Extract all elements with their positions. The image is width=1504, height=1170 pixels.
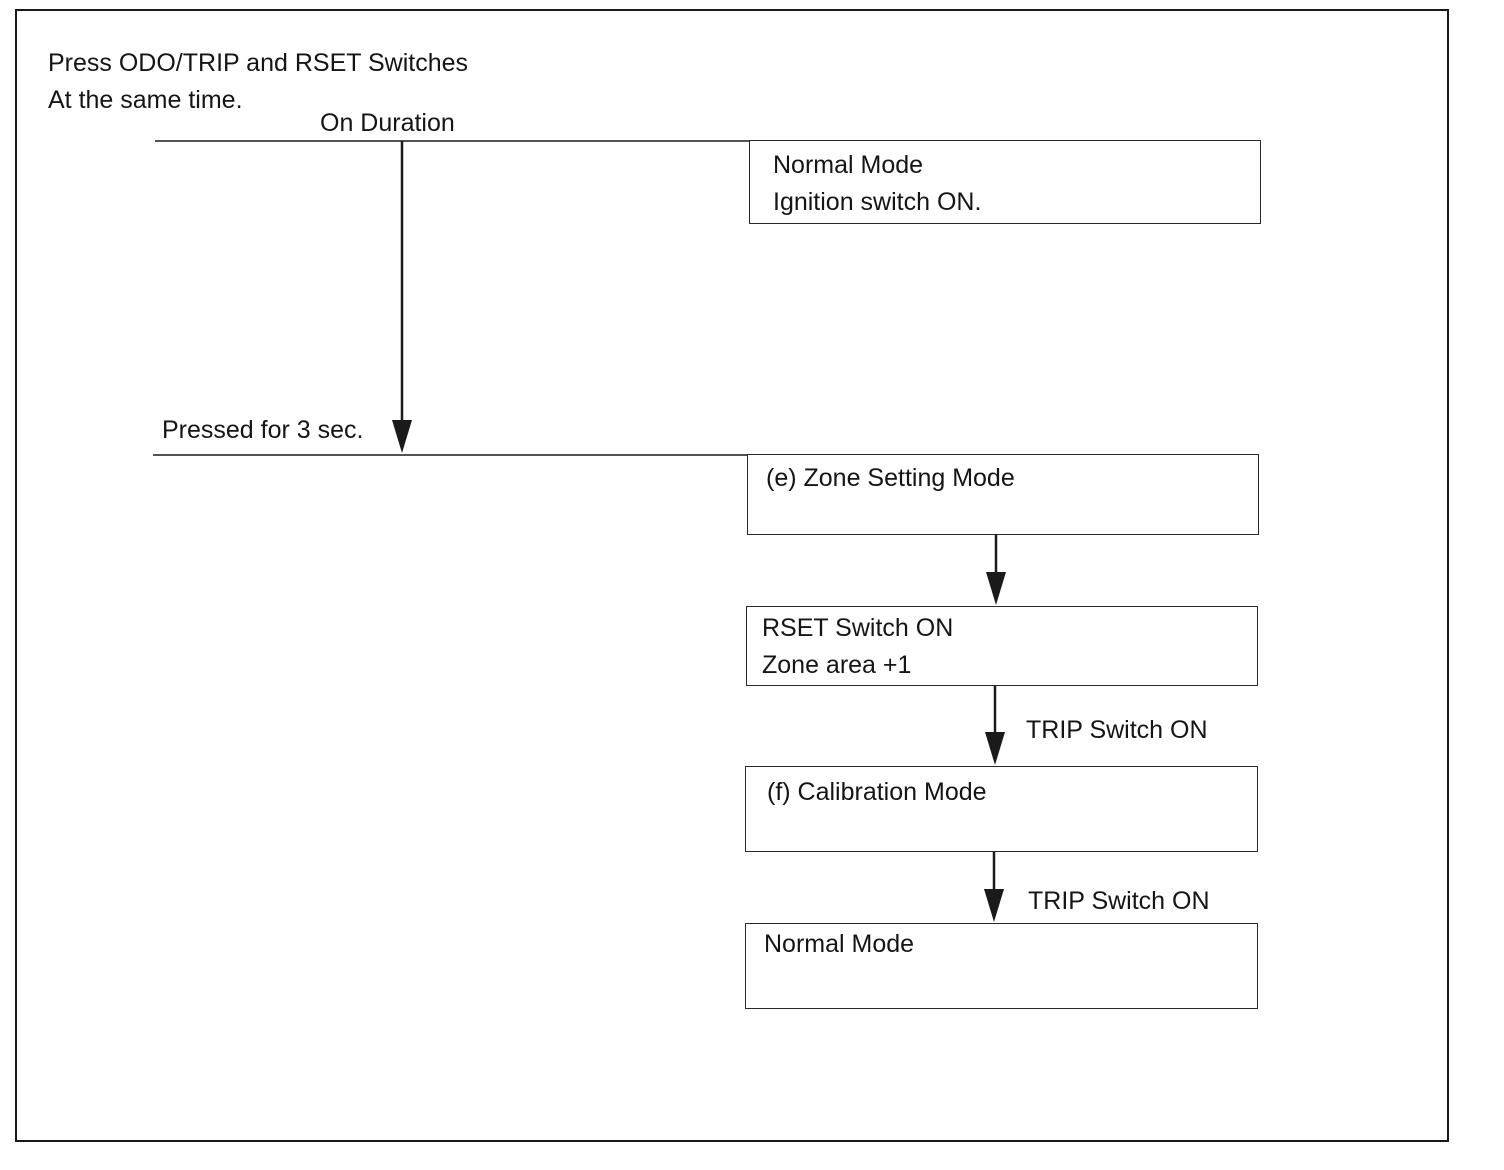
arrow-rset-to-calibration-head — [985, 732, 1005, 765]
pressed-duration-label: Pressed for 3 sec. — [162, 416, 364, 444]
arrow-calibration-to-normal-head — [984, 889, 1004, 922]
normal-mode-initial-box: Normal Mode Ignition switch ON. — [749, 140, 1261, 224]
diagram-frame — [15, 9, 1449, 1142]
rset-switch-on-subtitle: Zone area +1 — [762, 651, 912, 679]
instruction-line-1: Press ODO/TRIP and RSET Switches — [48, 49, 469, 77]
rset-switch-on-box: RSET Switch ON Zone area +1 — [746, 606, 1258, 686]
normal-mode-initial-title: Normal Mode — [773, 151, 924, 179]
calibration-mode-box: (f) Calibration Mode — [745, 766, 1258, 852]
normal-mode-initial-subtitle: Ignition switch ON. — [773, 188, 982, 216]
duration-arrow-head — [392, 420, 412, 453]
arrow-zone-to-rset-head — [986, 572, 1006, 605]
calibration-mode-title: (f) Calibration Mode — [767, 778, 987, 806]
trip-switch-on-label-2: TRIP Switch ON — [1028, 887, 1210, 915]
zone-setting-mode-title: (e) Zone Setting Mode — [766, 464, 1015, 492]
instruction-line-2: At the same time. — [48, 86, 243, 114]
zone-setting-mode-box: (e) Zone Setting Mode — [747, 454, 1259, 535]
normal-mode-final-title: Normal Mode — [764, 930, 915, 958]
normal-mode-final-box: Normal Mode — [745, 923, 1258, 1009]
on-duration-label: On Duration — [320, 109, 455, 137]
rset-switch-on-title: RSET Switch ON — [762, 614, 954, 642]
trip-switch-on-label-1: TRIP Switch ON — [1026, 716, 1208, 744]
